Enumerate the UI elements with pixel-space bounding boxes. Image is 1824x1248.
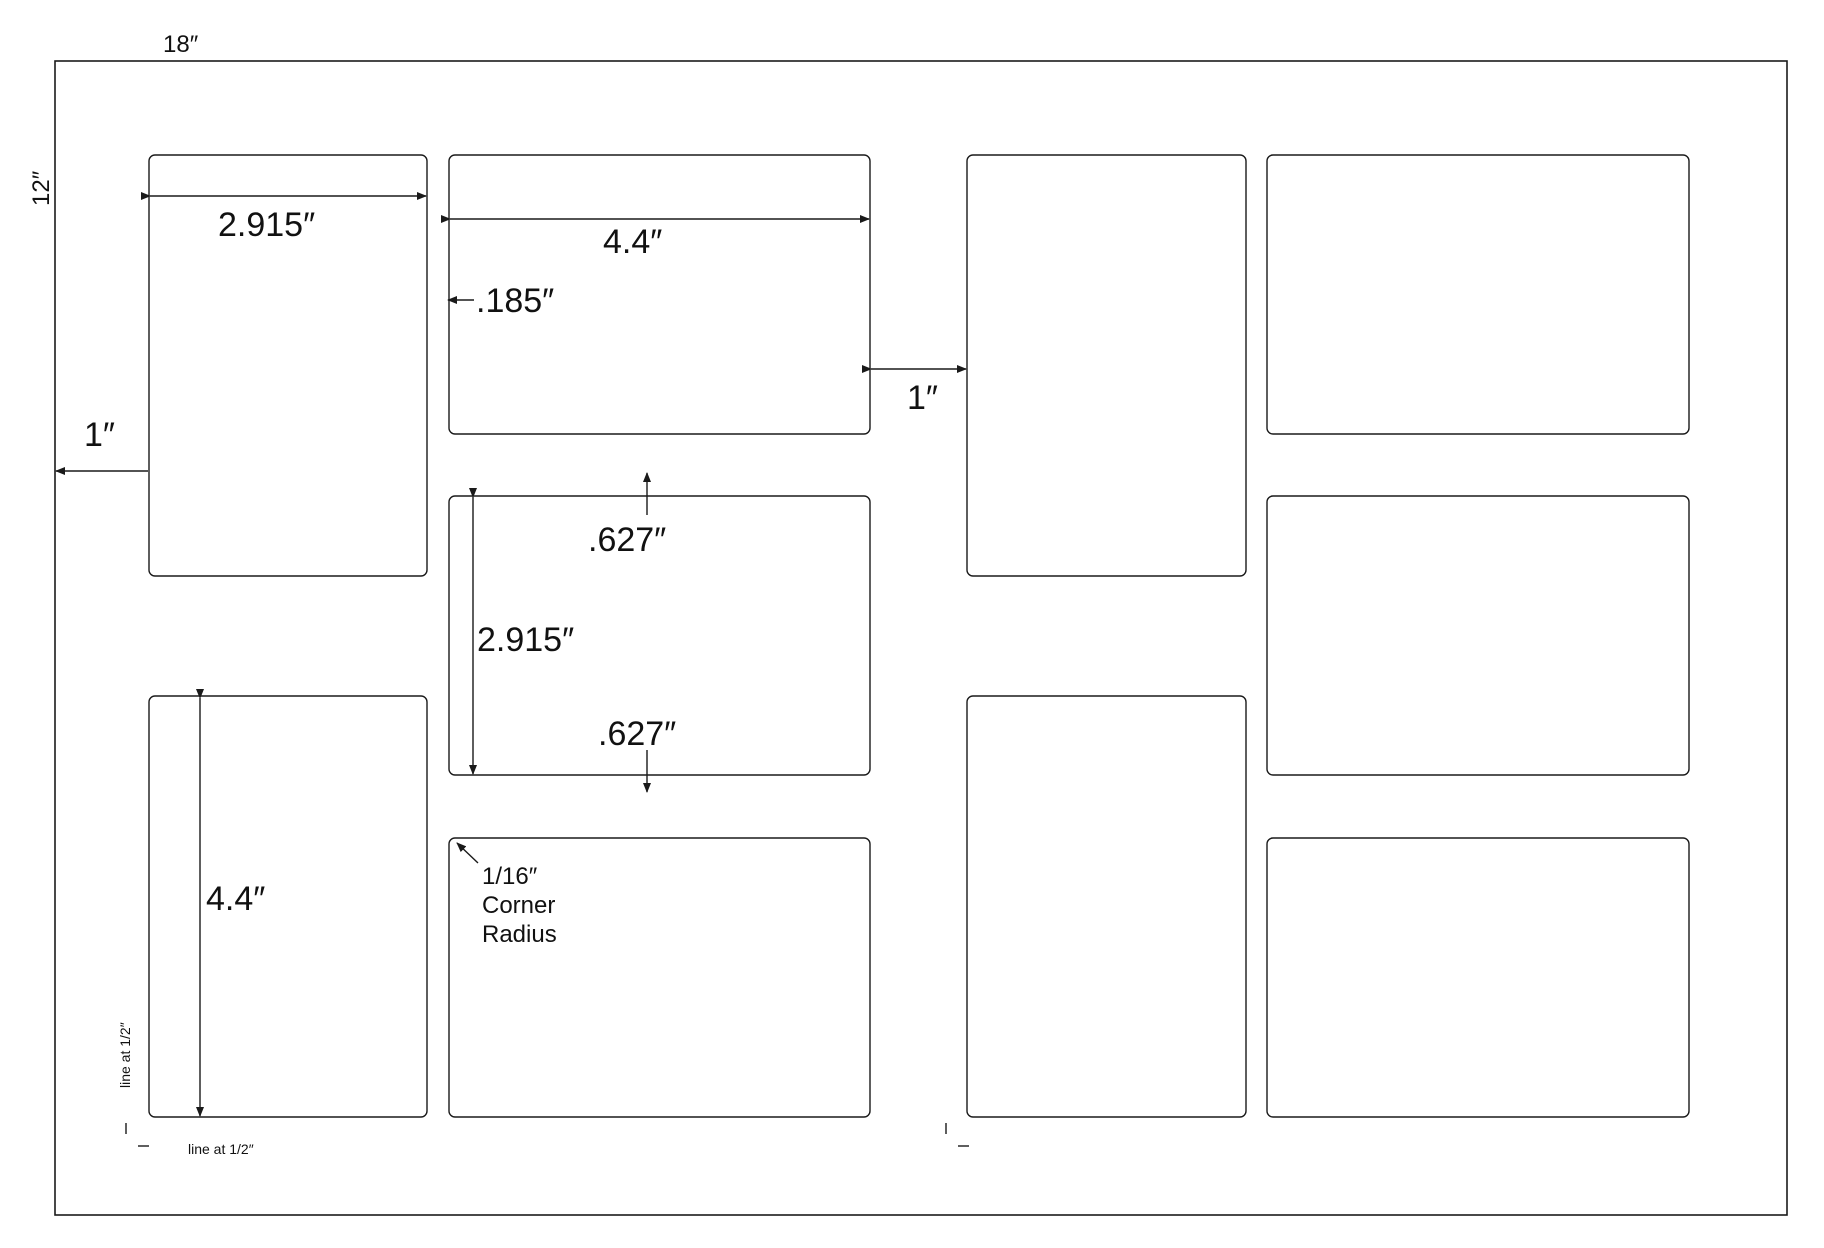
guide-label-horizontal: line at 1/2″ [188,1141,254,1157]
corner-radius-line1: 1/16″ [482,863,538,890]
card-landscape-col2-row3 [448,837,871,1118]
card-height-label: 2.915″ [477,621,574,659]
card-portrait-left-top [148,154,428,577]
card-width-label: 2.915″ [218,206,315,244]
card-landscape-col4-row2 [1266,495,1690,776]
center-gap-label: 1″ [907,379,938,417]
guide-label-vertical: line at 1/2″ [117,1022,133,1088]
card-landscape-col4-row1 [1266,154,1690,435]
sheet-outline [54,60,1788,1216]
card-landscape-col2-row1 [448,154,871,435]
card-landscape-col4-row3 [1266,837,1690,1118]
left-margin-label: 1″ [84,416,115,454]
card-portrait-left-bottom [148,695,428,1118]
card-length-top-label: 4.4″ [603,223,662,261]
sheet-height-label: 12″ [28,170,55,206]
corner-radius-arrow [456,842,479,864]
sheet-width-label: 18″ [163,31,199,58]
card-portrait-col3-top [966,154,1247,577]
card-length-left-label: 4.4″ [206,880,265,918]
corner-radius-line3: Radius [482,921,557,948]
row-gap-bottom-label: .627″ [598,715,676,753]
card-portrait-col3-bottom [966,695,1247,1118]
card-landscape-col2-row2 [448,495,871,776]
row-gap-top-label: .627″ [588,521,666,559]
corner-radius-line2: Corner [482,892,555,919]
gutter-label: .185″ [476,282,554,320]
